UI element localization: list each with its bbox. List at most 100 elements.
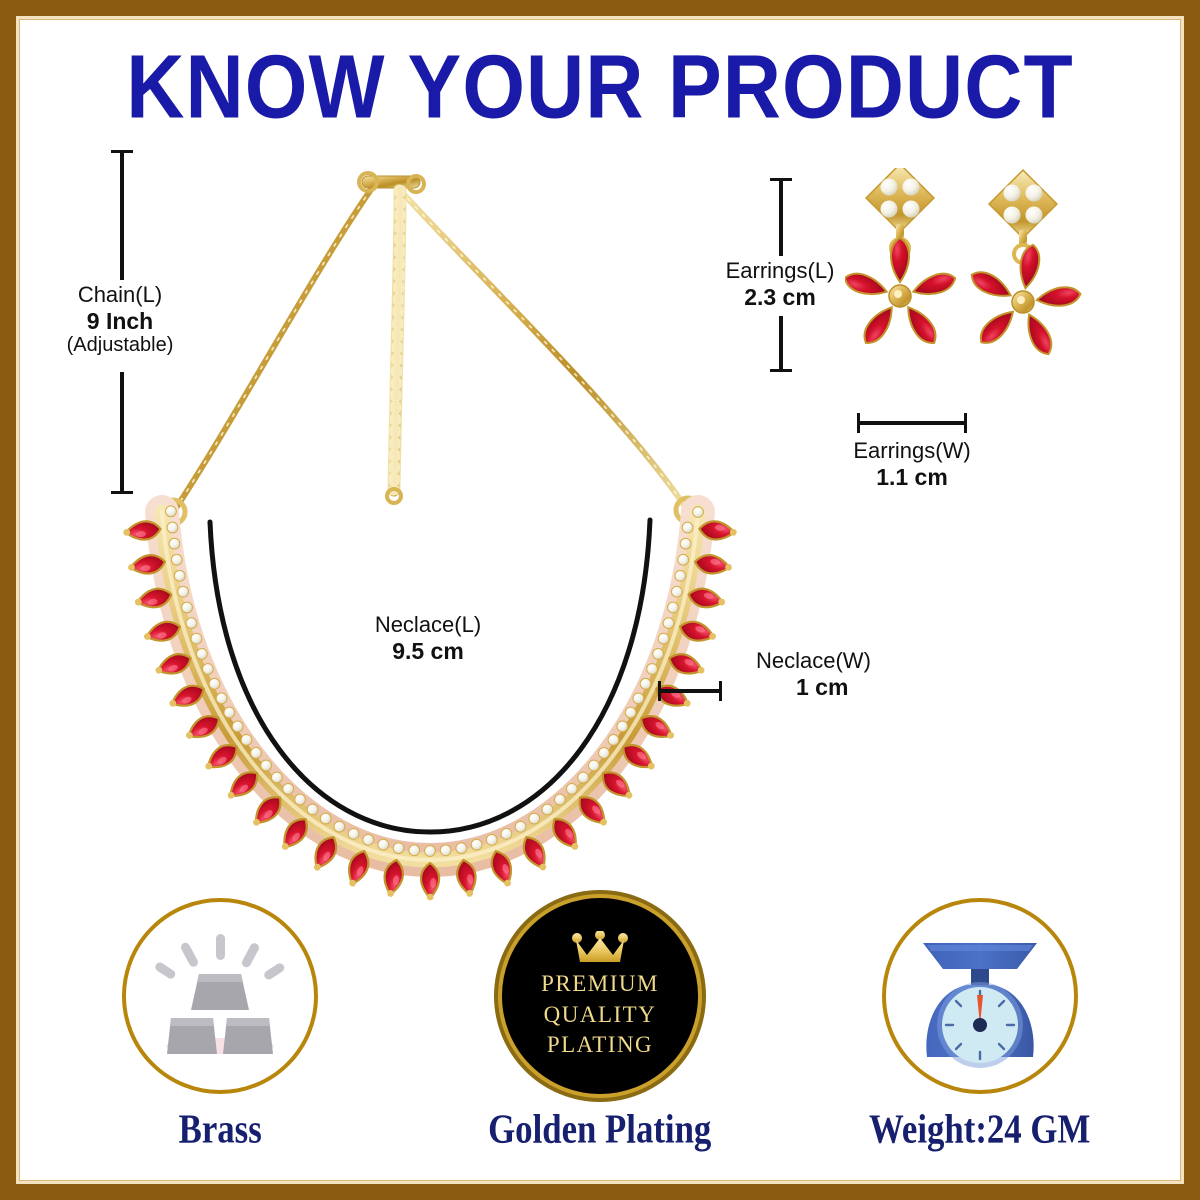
cz-stone	[165, 505, 177, 518]
cz-stone	[662, 617, 675, 630]
cz-stone	[500, 827, 513, 840]
cz-stone	[616, 720, 629, 733]
ruby-teardrop-stone	[419, 861, 441, 901]
cz-stone	[652, 648, 665, 660]
earrings-image	[845, 168, 1082, 356]
earrings-width-cap-right	[964, 413, 967, 433]
material-badge-circle	[122, 898, 318, 1094]
cz-stone	[294, 793, 306, 806]
cz-stone	[215, 692, 228, 705]
ruby-stone-row	[123, 520, 737, 901]
cz-stone	[455, 842, 468, 855]
earrings-length-annotation: Earrings(L) 2.3 cm	[700, 258, 860, 310]
cz-stone	[565, 782, 578, 795]
gold-ingots-icon	[155, 934, 285, 1054]
necklace-length-label: Neclace(L)	[374, 612, 482, 637]
cz-stone	[202, 663, 214, 675]
chain-length-value: 9 Inch	[86, 307, 154, 334]
ruby-teardrop-stone	[578, 796, 607, 826]
necklace-width-cap-right	[719, 681, 722, 701]
cz-stone	[667, 601, 679, 614]
feature-badges: Brass	[30, 898, 1170, 1178]
ruby-teardrop-stone	[693, 554, 732, 575]
cz-stone	[208, 677, 221, 690]
ruby-teardrop-stone	[678, 620, 717, 642]
cz-stone	[377, 838, 390, 851]
earrings-width-label: Earrings(W)	[853, 438, 971, 463]
ruby-teardrop-stone	[383, 858, 405, 897]
cz-stone	[166, 521, 179, 534]
earrings-length-value: 2.3 cm	[744, 283, 816, 310]
page-title: KNOW YOUR PRODUCT	[126, 37, 1074, 138]
cz-stone	[195, 648, 208, 660]
cz-stone	[646, 663, 658, 675]
cz-stone	[439, 844, 452, 857]
cz-stone	[674, 569, 687, 582]
cz-stone	[624, 706, 637, 719]
ruby-teardrop-stone	[134, 587, 173, 609]
ruby-teardrop-stone	[698, 520, 737, 541]
cz-stone	[485, 833, 498, 846]
cz-stone	[692, 506, 704, 518]
weight-badge-circle	[882, 898, 1078, 1094]
necklace-length-annotation: Neclace(L) 9.5 cm	[338, 612, 518, 664]
seal-line-1: PREMIUM	[541, 971, 659, 997]
cz-stone	[270, 771, 283, 784]
necklace-width-label: Neclace(W)	[756, 648, 871, 673]
cz-stone	[306, 803, 319, 816]
cz-stone	[632, 692, 645, 705]
cz-stone-row	[165, 505, 704, 857]
ruby-teardrop-stone	[639, 715, 675, 739]
earrings-length-label: Earrings(L)	[725, 258, 835, 283]
earring-right	[970, 168, 1082, 356]
ruby-teardrop-stone	[185, 715, 221, 739]
chain-length-rule-bottom	[120, 372, 124, 494]
chain-length-annotation: Chain(L) 9 Inch (Adjustable)	[35, 282, 205, 357]
cz-stone	[577, 771, 590, 784]
earrings-width-annotation: Earrings(W) 1.1 cm	[832, 438, 992, 490]
seal-line-2: QUALITY	[543, 1001, 657, 1027]
ruby-teardrop-stone	[490, 849, 513, 887]
ruby-teardrop-stone	[253, 796, 282, 826]
ruby-teardrop-stone	[522, 836, 547, 871]
cz-stone	[319, 812, 332, 825]
cz-stone	[362, 833, 375, 846]
badge-plating: PREMIUM QUALITY PLATING Golden Plating	[450, 898, 750, 1153]
cz-stone	[250, 747, 262, 759]
cz-stone	[408, 844, 421, 857]
cz-stone	[185, 617, 198, 630]
cz-stone	[170, 553, 183, 566]
earrings-width-value: 1.1 cm	[876, 463, 948, 490]
material-badge-label: Brass	[178, 1106, 262, 1153]
earrings-length-rule-top	[779, 178, 783, 256]
cz-stone	[681, 521, 694, 534]
cz-stone	[173, 569, 186, 582]
cz-stone	[587, 759, 600, 772]
weight-badge-label: Weight:24 GM	[869, 1106, 1091, 1153]
clasp-icon	[357, 171, 426, 194]
ruby-teardrop-stone	[205, 744, 238, 770]
ruby-teardrop-stone	[668, 653, 705, 675]
cz-stone	[333, 820, 346, 833]
necklace-length-value: 9.5 cm	[392, 637, 464, 664]
chain-length-note: (Adjustable)	[66, 334, 174, 357]
plating-badge-label: Golden Plating	[488, 1106, 712, 1153]
ruby-teardrop-stone	[601, 771, 633, 799]
cz-stone	[282, 782, 295, 795]
cz-stone	[657, 632, 670, 645]
cz-stone	[514, 820, 527, 833]
ruby-teardrop-stone	[687, 587, 726, 609]
ruby-teardrop-stone	[128, 554, 167, 575]
cz-stone	[181, 601, 193, 614]
cz-stone	[470, 838, 483, 851]
cz-stone	[541, 803, 554, 816]
cz-stone	[677, 553, 690, 566]
cz-stone	[347, 827, 360, 840]
cz-stone	[240, 733, 253, 746]
cz-stone	[670, 585, 683, 598]
ruby-teardrop-stone	[281, 818, 308, 850]
ruby-teardrop-stone	[552, 818, 579, 850]
ruby-teardrop-stone	[622, 744, 655, 770]
chain-length-rule-top	[120, 150, 124, 280]
